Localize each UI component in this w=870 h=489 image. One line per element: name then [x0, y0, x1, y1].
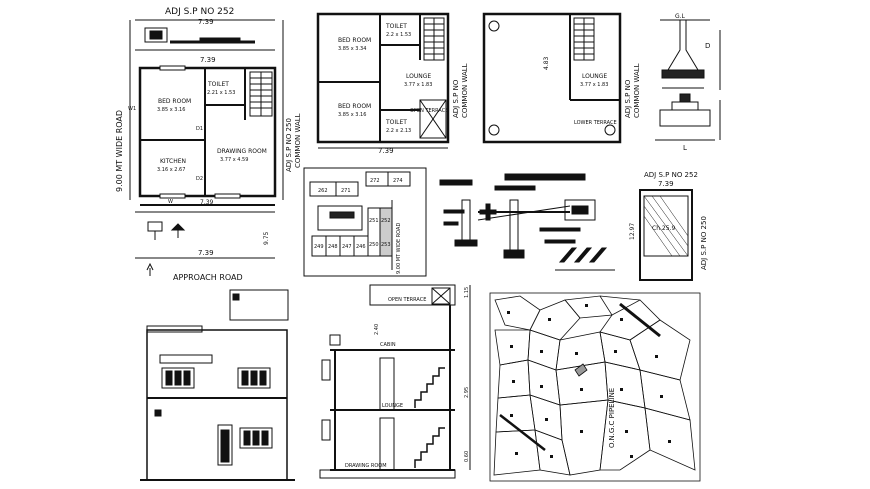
ff-lounge: LOUNGE	[406, 73, 431, 80]
ff-lounge-size: 3.77 x 1.83	[404, 82, 432, 88]
site-plan: ADJ S.P NO 252 7.39 Ch.25.9 ADJ S.P NO 2…	[629, 171, 708, 281]
ground-dim-mid: 7.39	[200, 56, 216, 64]
room-bed-room: BED ROOM	[158, 98, 191, 105]
room-drawing: DRAWING ROOM	[217, 148, 267, 155]
site-plot: Ch.25.9	[652, 225, 675, 232]
room-toilet: TOILET	[207, 81, 229, 88]
ground-floor-plan: ADJ S.P NO 252 7.39 7.39 BED ROOM 3.85 x…	[115, 7, 302, 282]
sec-dim-4: 0.60	[464, 451, 470, 462]
approach-road-label: APPROACH ROAD	[173, 273, 243, 282]
sec-dim-3: 2.95	[464, 387, 470, 398]
ff-right-label-2: COMMON WALL	[461, 63, 469, 118]
ff-open-terrace: OPEN TERRACE	[410, 108, 448, 114]
ground-dim-bottom: 7.39	[198, 249, 214, 257]
ff-bed-room-2-size: 3.85 x 3.16	[338, 112, 366, 118]
room-kitchen: KITCHEN	[160, 158, 186, 165]
construction-details	[439, 173, 615, 271]
lp-274: 274	[393, 178, 403, 184]
site-right-label: ADJ S.P NO 250	[700, 216, 708, 270]
footing-l: L	[683, 144, 687, 152]
door-label-d2: D2	[196, 176, 203, 182]
sec-drawing-room: DRAWING ROOM	[345, 463, 387, 469]
key-pipeline: O.N.G.C PIPELINE	[608, 388, 616, 448]
site-dim: 7.39	[658, 180, 674, 188]
room-kitchen-size: 3.16 x 2.67	[157, 167, 185, 173]
lp-253: 253	[381, 242, 391, 248]
footing-gl: G.L	[675, 13, 686, 20]
lp-250: 250	[369, 242, 379, 248]
footing-d: D	[705, 42, 710, 50]
sec-cabin: CABIN	[380, 342, 396, 348]
site-side-dim: 12.97	[629, 223, 636, 240]
tf-lower-terrace: LOWER TERRACE	[574, 120, 617, 126]
layout-plan: 262 271 272 274 249 248 247 246 251 252 …	[303, 167, 427, 277]
ff-toilet-1-size: 2.2 x 1.53	[386, 32, 411, 38]
lp-262: 262	[318, 188, 328, 194]
tf-right-label-2: COMMON WALL	[633, 63, 641, 118]
left-road-label: 9.00 MT WIDE ROAD	[115, 110, 124, 192]
ground-dim-top: 7.39	[198, 18, 214, 26]
tf-dim: 4.83	[543, 56, 550, 70]
right-adj-label: ADJ S.P NO 250	[285, 118, 293, 172]
room-bed-room-size: 3.85 x 3.16	[157, 107, 185, 113]
ff-right-label-1: ADJ S.P NO	[452, 79, 460, 118]
site-title: ADJ S.P NO 252	[644, 171, 698, 179]
room-toilet-size: 2.21 x 1.53	[207, 90, 235, 96]
lp-251: 251	[369, 218, 379, 224]
window-label-w1: W1	[128, 106, 136, 112]
lp-272: 272	[370, 178, 380, 184]
first-floor-plan: BED ROOM 3.85 x 3.34 BED ROOM 3.85 x 3.1…	[316, 12, 469, 155]
lp-248: 248	[328, 244, 338, 250]
ff-toilet-1: TOILET	[385, 23, 407, 30]
tf-lounge-size: 3.77 x 1.83	[580, 82, 608, 88]
footing-details: G.L D L	[655, 13, 721, 152]
tf-lounge: LOUNGE	[582, 73, 607, 80]
lp-252: 252	[381, 218, 391, 224]
front-elevation	[140, 289, 295, 481]
section-elevation: OPEN TERRACE CABIN LOUNGE DRAWING ROOM 1…	[319, 284, 471, 479]
sec-lounge: LOUNGE	[382, 403, 403, 409]
lp-249: 249	[314, 244, 324, 250]
ff-toilet-2-size: 2.2 x 2.13	[386, 128, 411, 134]
ff-bed-room-1: BED ROOM	[338, 37, 371, 44]
ff-dim-bottom: 7.39	[378, 147, 394, 155]
tf-right-label-1: ADJ S.P NO	[624, 79, 632, 118]
room-drawing-size: 3.77 x 4.59	[220, 157, 248, 163]
ground-title: ADJ S.P NO 252	[165, 7, 234, 17]
right-common-wall: COMMON WALL	[294, 113, 302, 168]
sec-dim-1: 1.15	[464, 287, 470, 298]
sec-dim-2: 2.40	[374, 324, 380, 335]
lp-road: 9.00 MT WIDE ROAD	[396, 223, 402, 274]
door-label-d1: D1	[196, 126, 203, 132]
ff-bed-room-1-size: 3.85 x 3.34	[338, 46, 366, 52]
sec-open-terrace: OPEN TERRACE	[388, 297, 426, 303]
window-label-w: W	[168, 199, 173, 205]
ground-side-dim: 9.75	[263, 231, 270, 245]
lp-271: 271	[341, 188, 351, 194]
ff-bed-room-2: BED ROOM	[338, 103, 371, 110]
key-plan-map: O.N.G.C PIPELINE	[489, 292, 701, 482]
lp-247: 247	[342, 244, 352, 250]
ff-toilet-2: TOILET	[385, 119, 407, 126]
ground-dim-bottom-inner: 7.39	[200, 199, 214, 206]
lp-246: 246	[356, 244, 366, 250]
terrace-floor-plan: LOUNGE 3.77 x 1.83 LOWER TERRACE 4.83 AD…	[482, 12, 641, 144]
